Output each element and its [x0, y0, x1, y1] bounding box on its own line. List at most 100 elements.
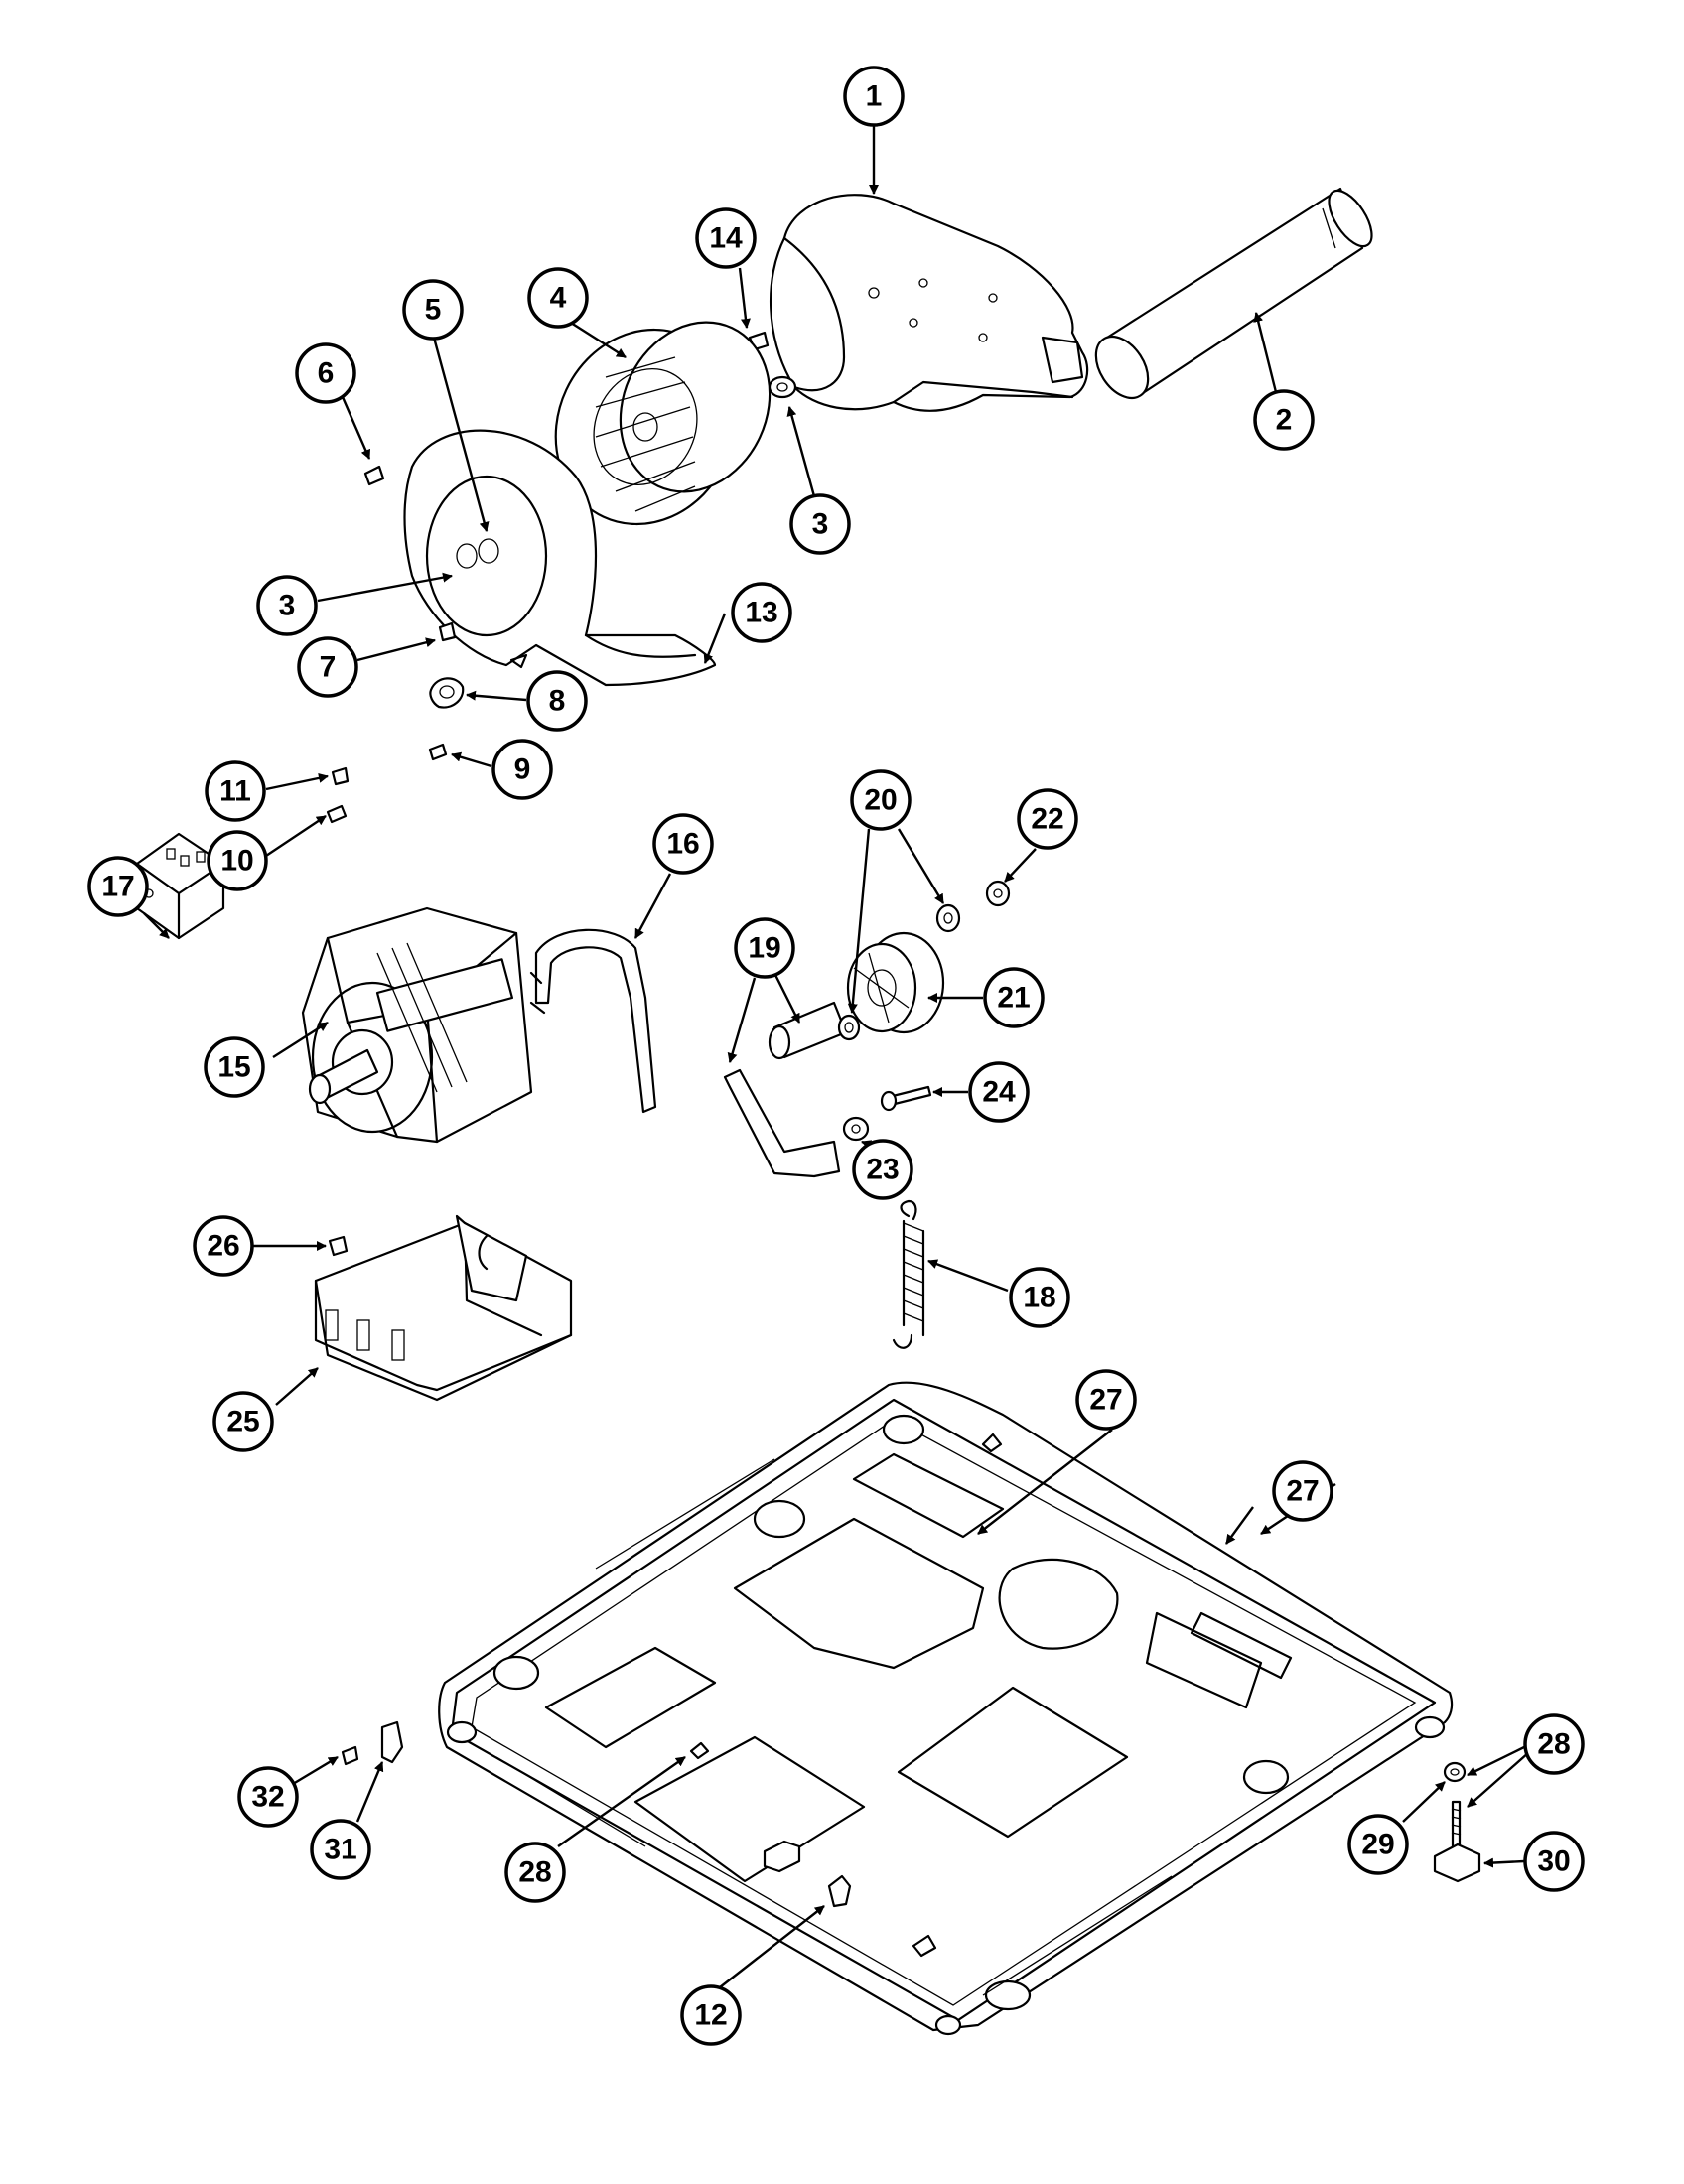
callout-28b-label: 28 — [518, 1856, 551, 1889]
blower-wheel-part — [554, 321, 772, 526]
callout-15: 15 — [204, 1036, 265, 1098]
washer-part-22 — [985, 880, 1011, 907]
callout-7-label: 7 — [320, 651, 337, 684]
screw-part-6 — [363, 465, 385, 486]
callout-9-label: 9 — [514, 753, 531, 786]
blower-housing-part — [769, 194, 1089, 413]
callout-28b: 28 — [504, 1842, 566, 1903]
callout-24-label: 24 — [982, 1076, 1016, 1109]
callout-20: 20 — [850, 769, 912, 831]
callout-25-label: 25 — [226, 1406, 259, 1438]
callout-32-label: 31 — [324, 1834, 356, 1866]
callout-22-label: 22 — [1031, 803, 1063, 836]
callout-3b-label: 3 — [812, 508, 829, 541]
callout-12-label: 12 — [694, 1999, 727, 2032]
callout-18: 18 — [1009, 1267, 1070, 1328]
washer-part-20a — [837, 1014, 861, 1041]
leader-lines — [143, 124, 1530, 1988]
callout-33-label: 32 — [251, 1781, 284, 1814]
callout-2-label: 2 — [1276, 404, 1293, 437]
callout-30: 29 — [1347, 1814, 1409, 1875]
callout-7: 7 — [297, 636, 358, 698]
switch-block-part — [135, 832, 225, 940]
callout-25: 25 — [212, 1391, 274, 1452]
callout-19-label: 19 — [748, 932, 780, 965]
base-pan-part — [438, 1381, 1454, 2036]
bracket-part-32 — [380, 1720, 404, 1764]
screw-part-7 — [438, 621, 457, 642]
callout-28a-label: 27 — [1089, 1384, 1122, 1417]
motor-mount-part — [314, 1214, 573, 1402]
callout-11: 11 — [205, 760, 266, 822]
callout-3a-label: 3 — [279, 590, 296, 622]
callout-30-label: 29 — [1361, 1829, 1394, 1861]
exhaust-duct-part — [1094, 187, 1373, 400]
blower-back-plate-part — [403, 429, 717, 687]
callout-16-label: 16 — [666, 828, 699, 861]
callout-29: 28 — [1523, 1713, 1585, 1775]
callout-5-label: 5 — [425, 294, 442, 327]
screw-part-11 — [331, 766, 350, 786]
callout-1: 1 — [843, 66, 905, 127]
callout-4: 4 — [527, 267, 589, 329]
callout-27-label: 27 — [1286, 1475, 1319, 1508]
bolt-part-24 — [880, 1085, 932, 1112]
callout-13: 13 — [731, 582, 792, 643]
callout-5: 5 — [402, 279, 464, 341]
callout-31: 30 — [1523, 1831, 1585, 1892]
callout-8-label: 8 — [549, 685, 566, 718]
callout-14: 14 — [695, 207, 757, 269]
idler-pulley-part — [846, 931, 945, 1034]
callout-21: 21 — [983, 967, 1045, 1028]
bolt-part-10 — [326, 804, 348, 824]
callout-13-label: 13 — [745, 597, 777, 629]
callout-8: 8 — [526, 670, 588, 732]
callout-16: 16 — [652, 813, 714, 875]
washer-part-20b — [935, 903, 961, 933]
leveling-leg-part — [1433, 1800, 1481, 1883]
motor-strap-part — [529, 928, 657, 1114]
callout-33: 32 — [237, 1766, 299, 1828]
callout-2: 2 — [1253, 389, 1315, 451]
callout-23: 23 — [852, 1139, 913, 1200]
callout-17-label: 17 — [101, 871, 134, 903]
callout-11-label: 11 — [219, 775, 251, 808]
motor-part — [301, 906, 533, 1144]
callout-10: 10 — [207, 830, 268, 891]
callout-9: 9 — [491, 739, 553, 800]
callout-22: 22 — [1017, 788, 1078, 850]
callout-3b: 3 — [789, 493, 851, 555]
callout-15-label: 15 — [217, 1051, 250, 1084]
callout-26-label: 26 — [207, 1230, 239, 1263]
callout-6: 6 — [295, 342, 356, 404]
callout-27: 27 — [1272, 1460, 1333, 1522]
idler-arm-part — [723, 1001, 848, 1178]
callout-32: 31 — [310, 1819, 371, 1880]
callout-20-label: 20 — [864, 784, 897, 817]
spring-part — [892, 1199, 925, 1349]
callout-21-label: 21 — [997, 982, 1030, 1015]
clip-part-8 — [429, 677, 465, 709]
washer-part-23 — [842, 1116, 870, 1142]
callout-17: 17 — [87, 856, 149, 917]
callout-12: 12 — [680, 1984, 742, 2046]
callout-24: 24 — [968, 1061, 1030, 1123]
callout-10-label: 10 — [220, 845, 253, 878]
nut-part-30 — [1443, 1761, 1467, 1783]
callout-23-label: 23 — [866, 1154, 899, 1186]
callout-26: 26 — [193, 1215, 254, 1277]
screw-part-9 — [428, 743, 448, 761]
callout-31-label: 30 — [1537, 1845, 1570, 1878]
callout-3a: 3 — [256, 575, 318, 636]
callout-18-label: 18 — [1023, 1282, 1055, 1314]
washer-part-right — [768, 375, 797, 399]
screw-part-33 — [341, 1745, 359, 1766]
callout-28a: 27 — [1075, 1369, 1137, 1431]
callout-1-label: 1 — [866, 80, 883, 113]
screw-part-26 — [328, 1235, 349, 1257]
callout-19: 19 — [734, 917, 795, 979]
callout-29-label: 28 — [1537, 1728, 1570, 1761]
callout-6-label: 6 — [318, 357, 335, 390]
callout-4-label: 4 — [550, 282, 567, 315]
